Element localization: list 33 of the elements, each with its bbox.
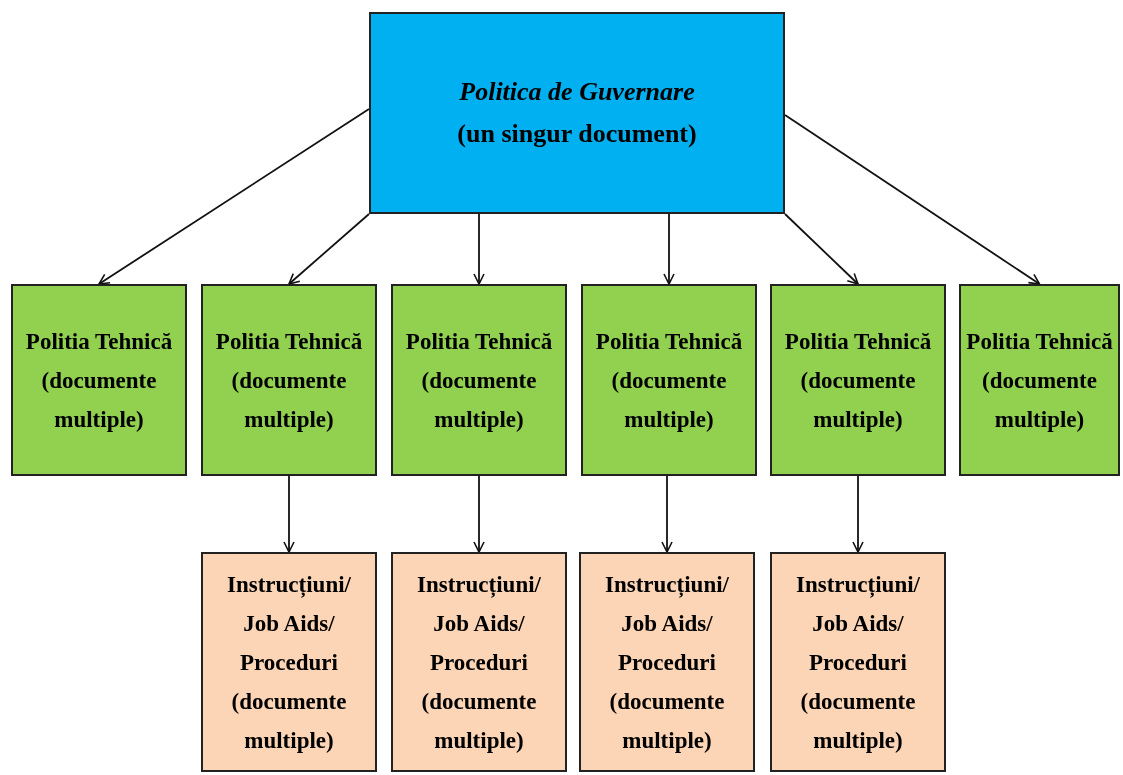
node-text: Politia Tehnică (documente multiple) — [404, 327, 554, 434]
node-text: Instrucțiuni/ Job Aids/ Proceduri (documente multiple) — [416, 570, 542, 755]
arrow — [473, 475, 485, 553]
arrow — [98, 108, 370, 285]
node-text: Politia Tehnică (documente multiple) — [965, 327, 1114, 434]
node-text: Politia Tehnică (documente multiple) — [214, 327, 364, 434]
node-text: Instrucțiuni/ Job Aids/ Proceduri (documente multiple) — [226, 570, 352, 755]
policy-box — [391, 284, 567, 476]
policy-box — [770, 284, 946, 476]
governance-policy-box — [369, 12, 785, 214]
node-text: Instrucțiuni/ Job Aids/ Proceduri (documente multiple) — [795, 570, 921, 755]
policy-box — [11, 284, 187, 476]
arrow — [288, 213, 370, 285]
procedure-box — [579, 552, 755, 772]
node-text: Politia Tehnică (documente multiple) — [783, 327, 933, 434]
arrow — [852, 475, 864, 553]
procedure-box — [201, 552, 377, 772]
procedure-box — [770, 552, 946, 772]
node-text: Instrucțiuni/ Job Aids/ Proceduri (documente multiple) — [604, 570, 730, 755]
policy-box — [581, 284, 757, 476]
arrow — [663, 213, 675, 285]
node-text: Politica de Guvernare — [459, 76, 695, 108]
arrow — [283, 475, 295, 553]
arrow — [784, 213, 859, 285]
policy-box — [201, 284, 377, 476]
node-text: Politia Tehnică (documente multiple) — [24, 327, 174, 434]
procedure-box — [391, 552, 567, 772]
policy-box — [959, 284, 1120, 476]
node-text: (un singur document) — [457, 118, 697, 150]
node-text: Politia Tehnică (documente multiple) — [594, 327, 744, 434]
arrow — [784, 114, 1041, 285]
arrow — [661, 475, 673, 553]
arrow — [473, 213, 485, 285]
